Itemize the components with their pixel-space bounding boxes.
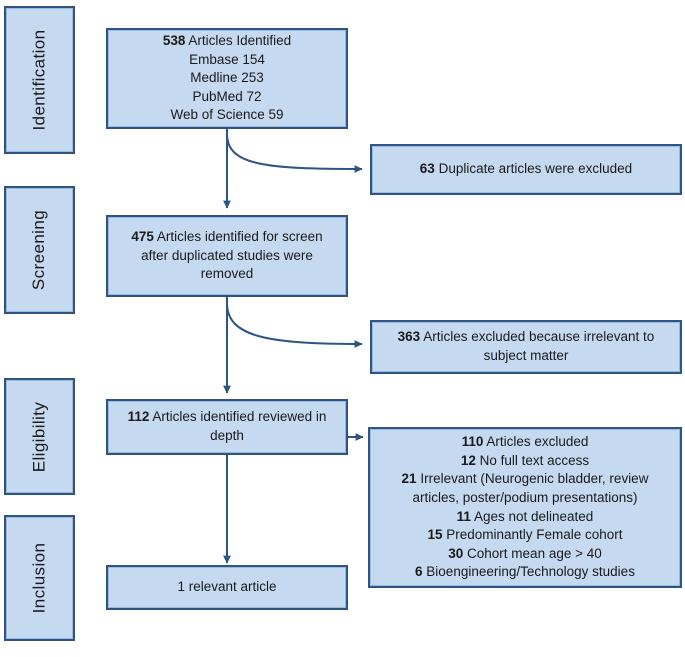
box-irrelevant-excluded-text: 363 Articles excluded because irrelevant…	[372, 326, 680, 367]
box-irrelevant-excluded: 363 Articles excluded because irrelevant…	[370, 320, 682, 374]
box-text-line: 21 Irrelevant (Neurogenic bladder, revie…	[401, 471, 649, 505]
connector-identified-to-duplicates	[226, 133, 363, 173]
box-line-count: 110	[461, 434, 484, 449]
box-text-line: Embase 154	[189, 51, 265, 67]
box-text-line: 110 Articles excluded	[461, 434, 589, 449]
box-text-line: 15 Predominantly Female cohort	[427, 527, 623, 543]
box-text-line: 363 Articles excluded because irrelevant…	[397, 329, 655, 363]
stage-label-identification-text: Identification	[29, 29, 49, 131]
box-text-line: 6 Bioengineering/Technology studies	[415, 564, 635, 580]
box-line-count: 475	[131, 229, 154, 245]
box-duplicates-excluded-text: 63 Duplicate articles were excluded	[372, 158, 680, 181]
box-text-line: 112 Articles identified reviewed in dept…	[127, 409, 327, 443]
box-line-count: 11	[456, 508, 471, 524]
box-text-line: Web of Science 59	[170, 107, 284, 123]
box-articles-screened-text: 475 Articles identified for screen after…	[108, 226, 346, 286]
box-excluded-breakdown-text: 110 Articles excluded 12 No full text acc…	[370, 431, 680, 584]
box-duplicates-excluded: 63 Duplicate articles were excluded	[370, 144, 682, 195]
stage-label-screening: Screening	[4, 186, 75, 314]
connector-screened-to-irrelevant	[226, 302, 363, 348]
stage-label-eligibility: Eligibility	[4, 378, 75, 495]
box-text-line: Medline 253	[190, 70, 264, 86]
stage-label-inclusion: Inclusion	[4, 515, 75, 641]
stage-label-inclusion-text: Inclusion	[29, 542, 49, 614]
box-text-line: 538 Articles Identified	[162, 32, 292, 48]
box-line-count: 363	[397, 329, 421, 345]
box-text-line: 12 No full text access	[460, 452, 590, 468]
box-text-line: PubMed 72	[192, 88, 262, 104]
box-excluded-breakdown: 110 Articles excluded 12 No full text acc…	[368, 427, 682, 588]
box-text-line: 11 Ages not delineated	[456, 508, 594, 524]
stage-label-identification: Identification	[4, 6, 75, 154]
box-relevant-article-text: 1 relevant article	[108, 576, 346, 599]
box-line-count: 12	[460, 452, 476, 468]
box-line-count: 15	[427, 527, 443, 543]
box-text-line: 475 Articles identified for screen after…	[131, 229, 323, 282]
box-reviewed-in-depth: 112 Articles identified reviewed in dept…	[106, 399, 348, 455]
stage-label-eligibility-text: Eligibility	[29, 401, 49, 472]
stage-label-screening-text: Screening	[29, 209, 49, 291]
box-text-line: 1 relevant article	[177, 579, 277, 595]
box-line-count: 63	[419, 161, 435, 177]
box-relevant-article: 1 relevant article	[106, 565, 348, 610]
box-reviewed-in-depth-text: 112 Articles identified reviewed in dept…	[108, 406, 346, 447]
box-text-line: 63 Duplicate articles were excluded	[419, 161, 633, 177]
box-line-count: 21	[401, 471, 417, 487]
box-line-count: 538	[162, 32, 186, 48]
box-text-line: 30 Cohort mean age > 40	[448, 545, 602, 561]
box-line-count: 30	[448, 545, 464, 561]
box-articles-screened: 475 Articles identified for screen after…	[106, 215, 348, 297]
box-line-count: 6	[415, 564, 423, 580]
box-line-count: 112	[127, 409, 150, 425]
